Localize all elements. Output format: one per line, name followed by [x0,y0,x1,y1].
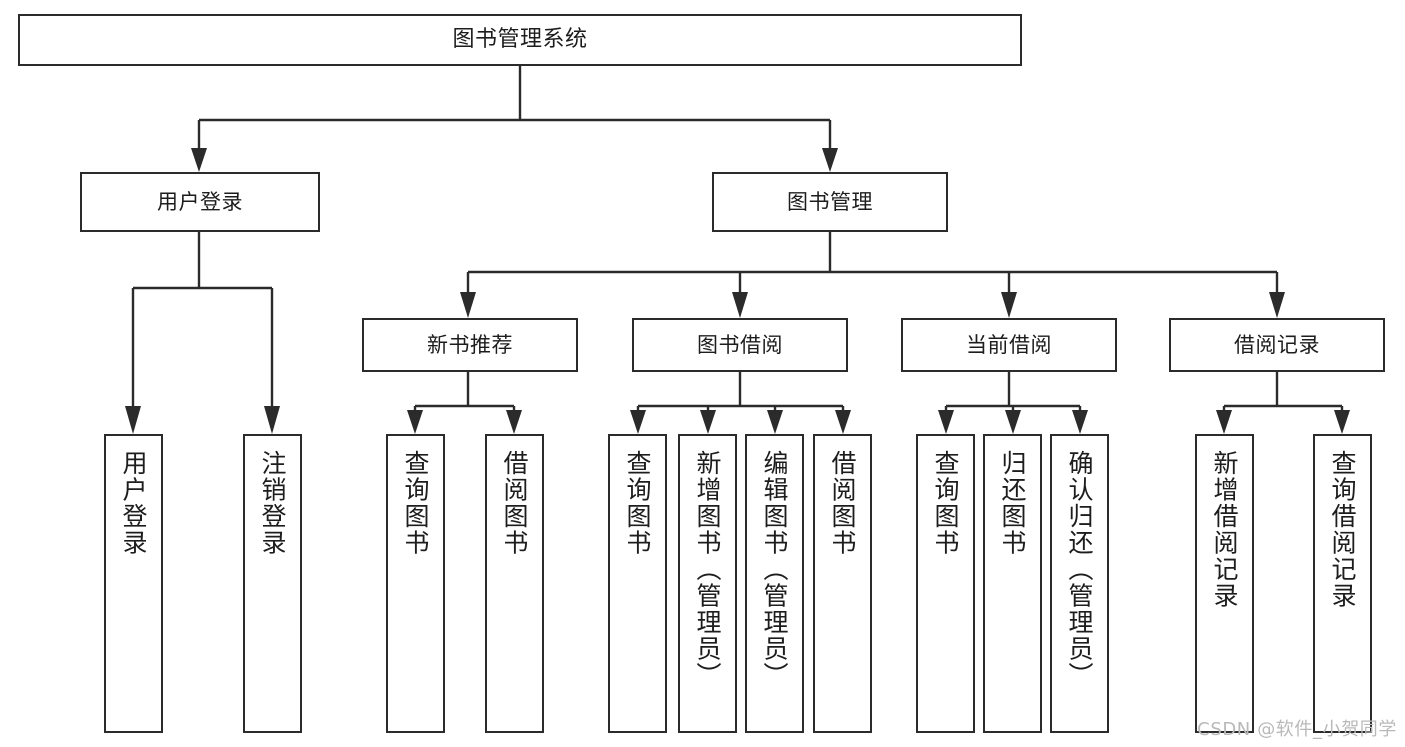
leaf-borrow-borrow-book-label: 借阅图书 [828,450,857,556]
leaf-current-query-book-label: 查询图书 [931,450,960,556]
leaf-record-query-record-label: 查询借阅记录 [1328,450,1357,609]
arrowhead-leaf-user-login [125,406,141,434]
leaf-borrow-query-book[interactable]: 查询图书 [608,434,667,733]
node-book-management[interactable]: 图书管理 [712,172,948,232]
arrowhead-current-leaf1 [938,410,954,434]
node-root-label: 图书管理系统 [452,27,588,53]
node-current-borrow[interactable]: 当前借阅 [901,318,1117,372]
arrowhead-borrow [732,292,748,318]
arrowhead-record [1269,292,1285,318]
leaf-newbook-borrow-book[interactable]: 借阅图书 [485,434,544,733]
leaf-borrow-add-book-admin[interactable]: 新增图书（管理员） [678,434,737,733]
arrowhead-newbook-leaf2 [506,410,522,434]
arrowhead-userlogin [191,148,207,172]
node-book-borrow[interactable]: 图书借阅 [632,318,848,372]
leaf-newbook-query-book-label: 查询图书 [401,450,430,556]
arrowhead-borrow-leaf4 [835,410,851,434]
arrowhead-borrow-leaf3 [767,410,783,434]
leaf-record-add-record-label: 新增借阅记录 [1210,450,1239,609]
leaf-borrow-edit-book-admin[interactable]: 编辑图书（管理员） [745,434,804,733]
arrowhead-record-leaf1 [1216,410,1232,434]
node-borrow-record[interactable]: 借阅记录 [1169,318,1385,372]
node-book-borrow-label: 图书借阅 [697,332,783,357]
node-user-login[interactable]: 用户登录 [80,172,320,232]
watermark: CSDN @软件_小贺同学 [1197,719,1397,740]
leaf-logout-label: 注销登录 [258,450,287,556]
arrowhead-bookmgmt [822,148,838,172]
leaf-newbook-borrow-book-label: 借阅图书 [500,450,529,556]
node-new-book-recommend[interactable]: 新书推荐 [362,318,578,372]
arrowhead-newbook [460,292,476,318]
arrowhead-current-leaf3 [1072,410,1088,434]
leaf-borrow-edit-book-admin-label: 编辑图书（管理员） [760,450,789,689]
leaf-record-query-record[interactable]: 查询借阅记录 [1313,434,1372,733]
arrowhead-current [1001,292,1017,318]
node-root[interactable]: 图书管理系统 [18,14,1022,66]
leaf-borrow-add-book-admin-label: 新增图书（管理员） [693,450,722,689]
leaf-current-query-book[interactable]: 查询图书 [916,434,975,733]
leaf-current-confirm-return-admin[interactable]: 确认归还（管理员） [1050,434,1109,733]
node-current-borrow-label: 当前借阅 [966,332,1052,357]
leaf-user-login[interactable]: 用户登录 [104,434,163,733]
leaf-logout[interactable]: 注销登录 [243,434,302,733]
node-user-login-label: 用户登录 [157,189,243,214]
leaf-borrow-query-book-label: 查询图书 [623,450,652,556]
node-borrow-record-label: 借阅记录 [1234,332,1320,357]
node-book-management-label: 图书管理 [787,189,873,214]
arrowhead-borrow-leaf2 [700,410,716,434]
leaf-record-add-record[interactable]: 新增借阅记录 [1195,434,1254,733]
arrowhead-leaf-logout [264,406,280,434]
arrowhead-newbook-leaf1 [407,410,423,434]
leaf-user-login-label: 用户登录 [119,450,148,556]
leaf-current-return-book[interactable]: 归还图书 [983,434,1042,733]
leaf-current-return-book-label: 归还图书 [998,450,1027,556]
arrowhead-record-leaf2 [1334,410,1350,434]
arrowhead-current-leaf2 [1005,410,1021,434]
leaf-current-confirm-return-admin-label: 确认归还（管理员） [1065,450,1094,689]
leaf-borrow-borrow-book[interactable]: 借阅图书 [813,434,872,733]
arrowhead-borrow-leaf1 [630,410,646,434]
leaf-newbook-query-book[interactable]: 查询图书 [386,434,445,733]
node-new-book-recommend-label: 新书推荐 [427,332,513,357]
